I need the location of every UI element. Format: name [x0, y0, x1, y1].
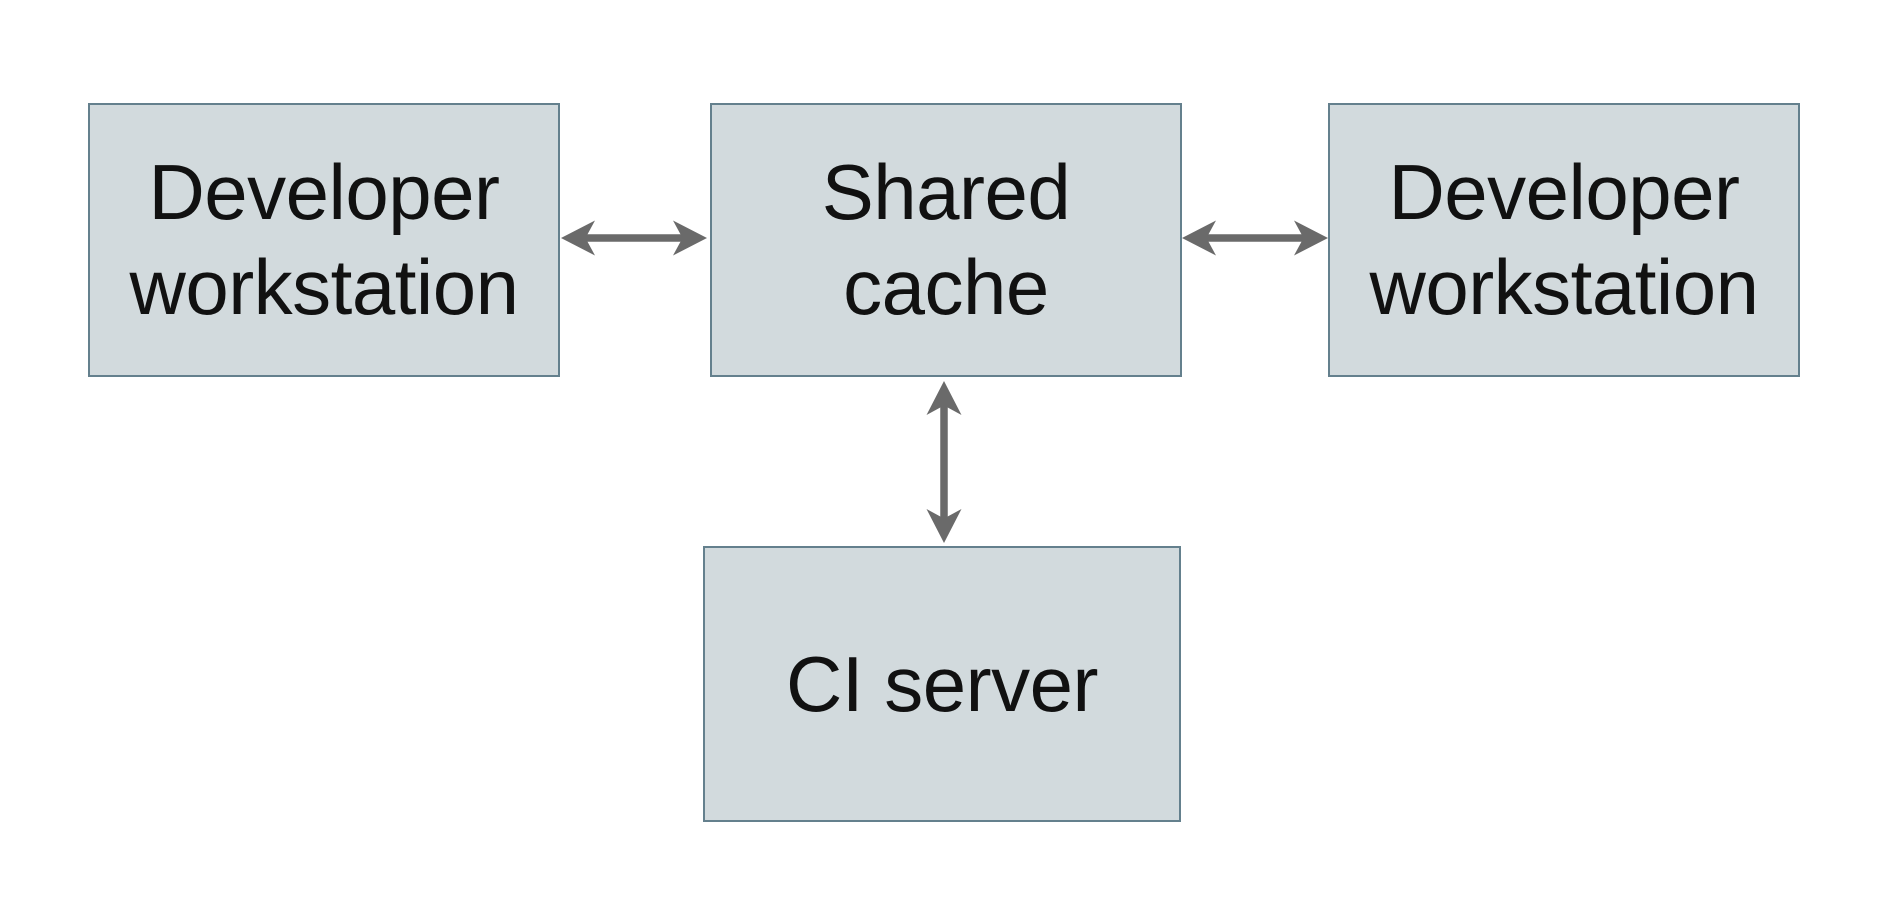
node-label-line: Developer	[1388, 148, 1740, 236]
node-ci-server: CI server	[703, 546, 1181, 822]
node-shared-cache: Shared cache	[710, 103, 1182, 377]
node-label-line: workstation	[129, 243, 520, 331]
node-label-line: Shared	[821, 148, 1071, 236]
node-label-line: workstation	[1369, 243, 1760, 331]
node-label-line: CI server	[786, 639, 1098, 728]
bidirectional-arrow-cache-devright	[1182, 220, 1328, 256]
node-developer-workstation-right: Developer workstation	[1328, 103, 1800, 377]
bidirectional-arrow-cache-ciserver	[926, 381, 962, 543]
node-label-line: Developer	[148, 148, 500, 236]
bidirectional-arrow-devleft-cache	[561, 220, 707, 256]
node-developer-workstation-left: Developer workstation	[88, 103, 560, 377]
node-label-line: cache	[843, 243, 1049, 331]
